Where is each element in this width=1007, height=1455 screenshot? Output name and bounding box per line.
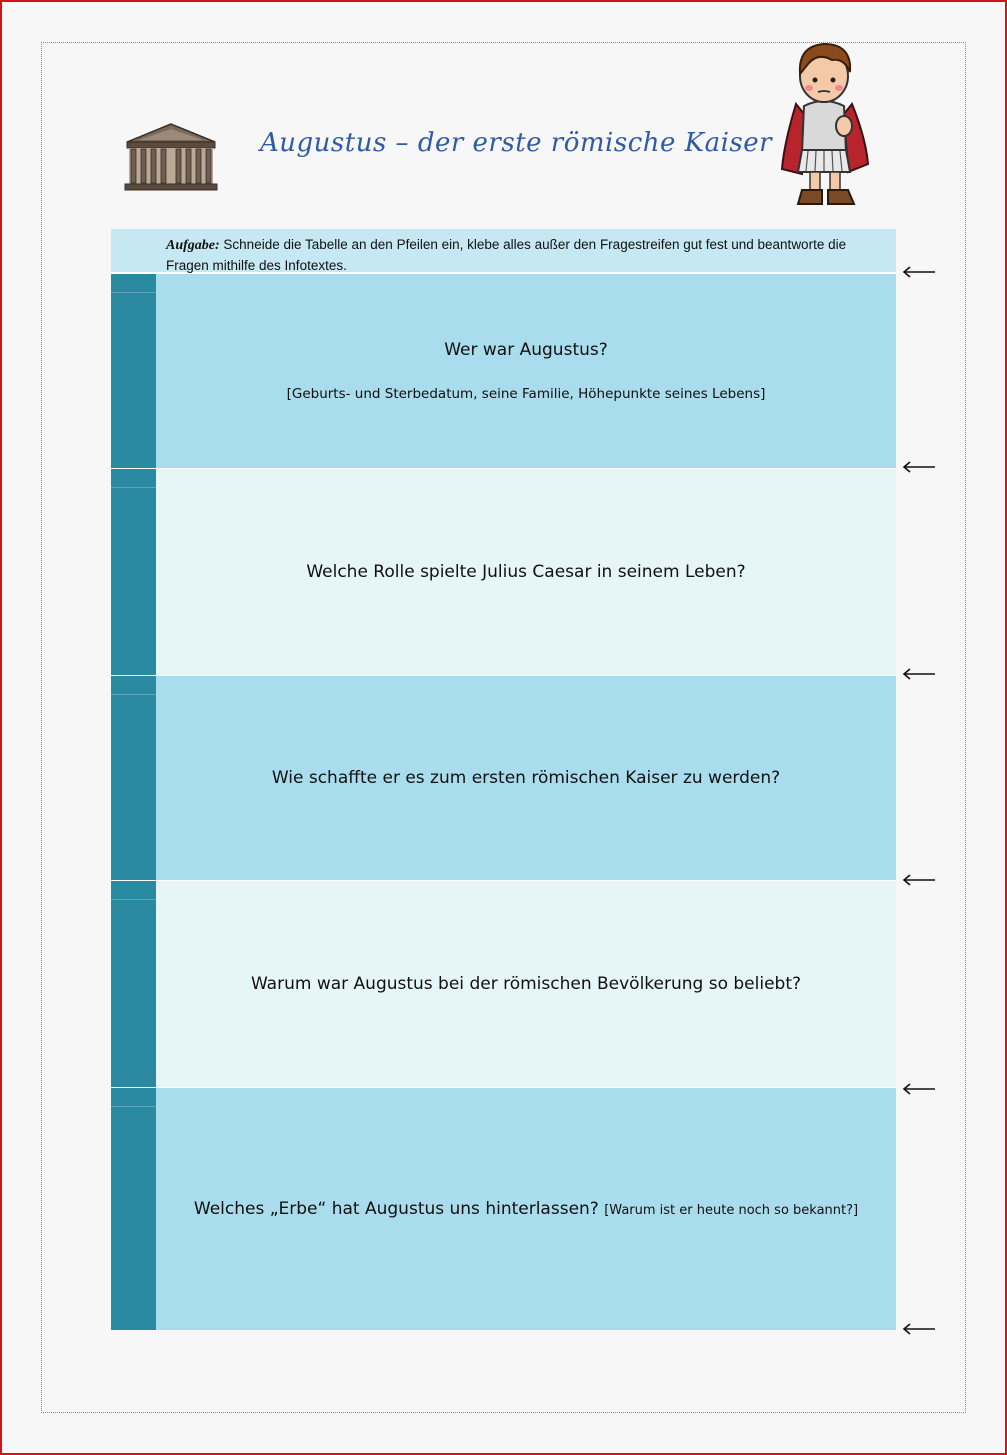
question-strip: Wer war Augustus? [Geburts- und Sterbeda… — [111, 273, 896, 468]
arrow-left-icon — [902, 874, 935, 886]
question-text: Wer war Augustus? — [444, 340, 608, 360]
strip-bar — [111, 1088, 156, 1330]
question-main: Welches „Erbe“ hat Augustus uns hinterla… — [193, 1199, 599, 1219]
question-hint: [Geburts- und Sterbedatum, seine Familie… — [286, 386, 766, 402]
strip-bar — [111, 274, 156, 468]
question-text: Welche Rolle spielte Julius Caesar in se… — [306, 562, 746, 582]
task-text: Schneide die Tabelle an den Pfeilen ein,… — [166, 237, 847, 273]
question-strip: Wie schaffte er es zum ersten römischen … — [111, 675, 896, 880]
strip-bar — [111, 881, 156, 1087]
arrow-left-icon — [902, 1323, 935, 1335]
question-text: Warum war Augustus bei der römischen Bev… — [250, 974, 802, 994]
page-title: Augustus – der erste römische Kaiser — [260, 128, 773, 158]
arrow-left-icon — [902, 266, 935, 278]
task-box: Aufgabe: Schneide die Tabelle an den Pfe… — [111, 229, 896, 273]
question-hint: [Warum ist er heute noch so bekannt?] — [604, 1203, 859, 1218]
question-strip: Warum war Augustus bei der römischen Bev… — [111, 880, 896, 1087]
arrow-left-icon — [902, 668, 935, 680]
question-text: Wie schaffte er es zum ersten römischen … — [271, 768, 781, 788]
cut-frame — [41, 42, 966, 1413]
task-instruction: Aufgabe: Schneide die Tabelle an den Pfe… — [166, 235, 886, 276]
question-strip: Welche Rolle spielte Julius Caesar in se… — [111, 468, 896, 675]
arrow-left-icon — [902, 1083, 935, 1095]
strip-bar — [111, 676, 156, 880]
roman-emperor-icon — [780, 42, 870, 205]
arrow-left-icon — [902, 461, 935, 473]
question-text: Welches „Erbe“ hat Augustus uns hinterla… — [194, 1199, 858, 1219]
question-strip: Welches „Erbe“ hat Augustus uns hinterla… — [111, 1087, 896, 1330]
strip-bar — [111, 469, 156, 675]
task-label: Aufgabe: — [166, 238, 220, 253]
temple-icon — [124, 123, 218, 191]
